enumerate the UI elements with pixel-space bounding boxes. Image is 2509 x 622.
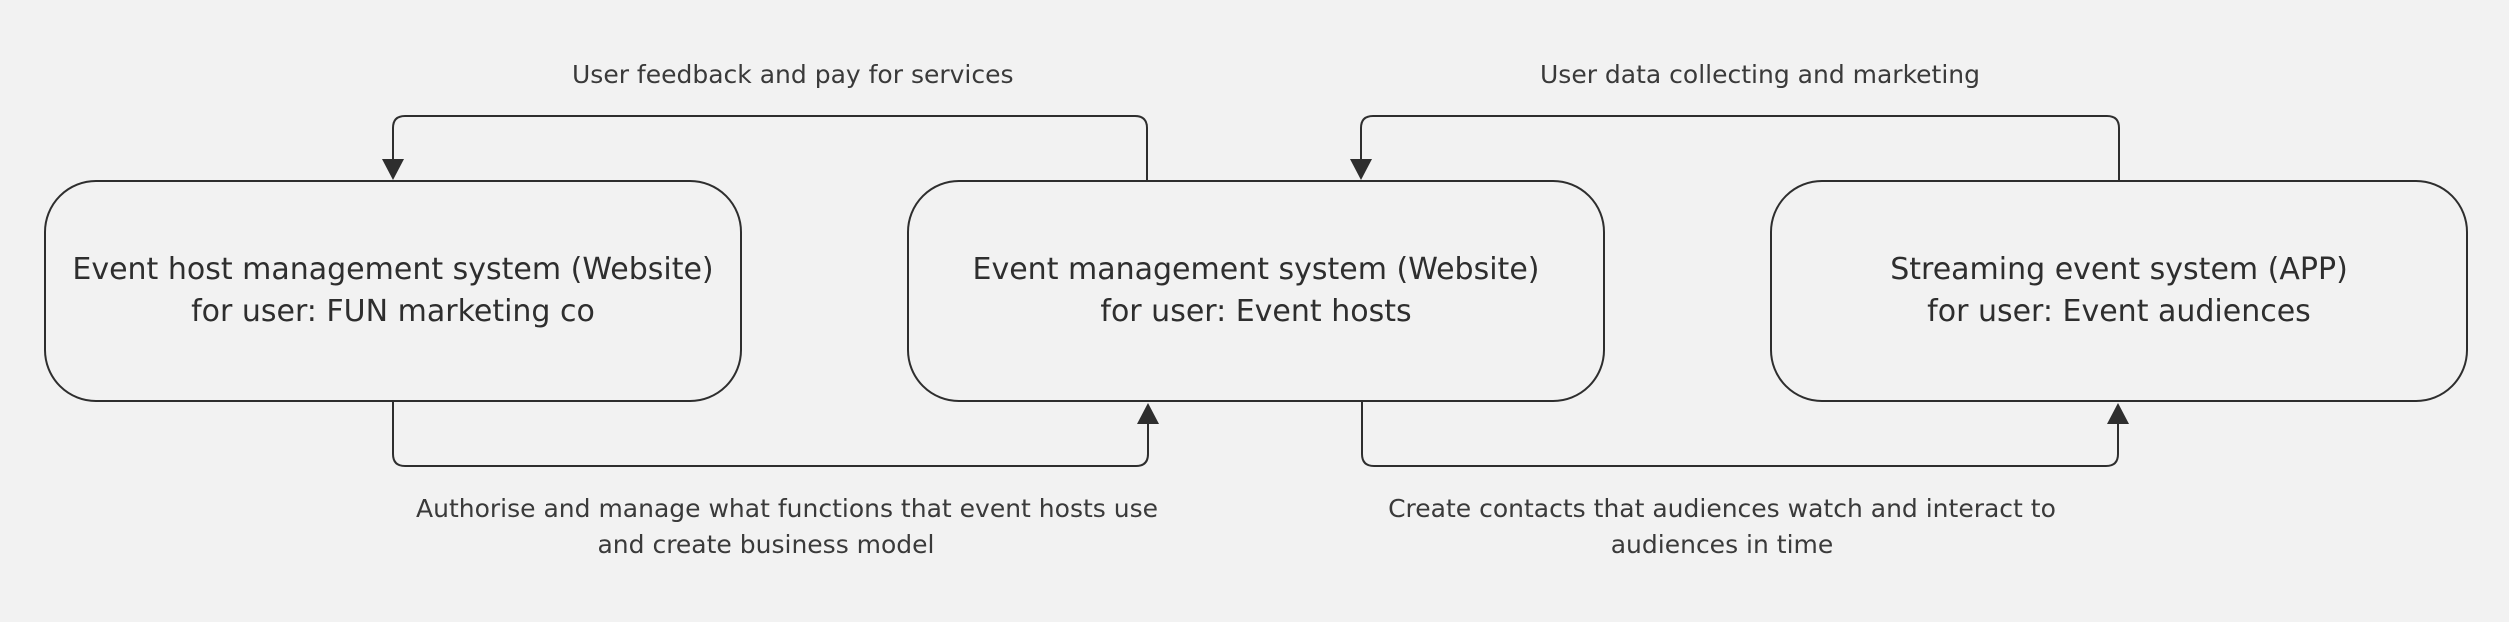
arrow-down-icon (1350, 159, 1372, 180)
node-subtitle: for user: FUN marketing co (191, 294, 595, 329)
node-event-host-management: Event host management system (Website) f… (44, 180, 742, 402)
node-title: Event host management system (Website) (72, 252, 714, 287)
edge-label-top-left: User feedback and pay for services (572, 60, 1014, 89)
edge-label-bottom-right: Create contacts that audiences watch and… (1388, 494, 2056, 559)
connector-bottom-left (392, 402, 1149, 467)
arrow-up-icon (1137, 403, 1159, 424)
arrow-down-icon (382, 159, 404, 180)
node-subtitle: for user: Event hosts (1100, 294, 1412, 329)
arrow-up-icon (2107, 403, 2129, 424)
node-subtitle: for user: Event audiences (1927, 294, 2311, 329)
edge-label-bottom-left: Authorise and manage what functions that… (416, 494, 1158, 559)
node-title: Event management system (Website) (972, 252, 1540, 287)
edge-label-top-right: User data collecting and marketing (1540, 60, 1981, 89)
node-title: Streaming event system (APP) (1890, 252, 2348, 287)
connector-bottom-right (1361, 402, 2119, 467)
connector-top-right (1360, 115, 2120, 180)
connector-top-left (392, 115, 1148, 180)
node-streaming-event: Streaming event system (APP) for user: E… (1770, 180, 2468, 402)
node-event-management: Event management system (Website) for us… (907, 180, 1605, 402)
